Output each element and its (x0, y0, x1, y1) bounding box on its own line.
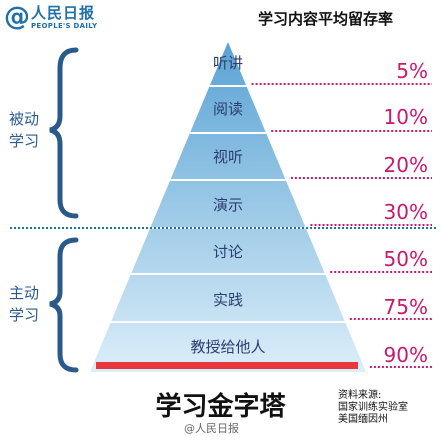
retention-percent: 50% (383, 247, 428, 271)
layer-label: 视听 (212, 148, 243, 166)
pyramid-title: 学习金字塔 (155, 392, 286, 422)
source-line: 美国缅因州 (338, 414, 388, 425)
logo-name-cn: 人民日报 (31, 4, 96, 22)
layer-label: 实践 (212, 291, 243, 309)
logo-name-en: PEOPLE'S DAILY (31, 22, 98, 30)
pyramid-shape (90, 42, 366, 372)
group-label-passive-line2: 学习 (8, 132, 39, 150)
retention-percent: 10% (383, 105, 428, 129)
group-label-active-line2: 学习 (8, 306, 39, 324)
layer-label: 阅读 (212, 100, 243, 118)
group-label-active: 主动 学习 (4, 282, 44, 326)
retention-percent: 90% (383, 343, 428, 367)
source-note: 资料来源: 国家训练实验室 美国缅因州 (338, 390, 408, 426)
retention-percent: 5% (396, 59, 428, 83)
layer-label: 听讲 (212, 54, 243, 72)
group-label-passive: 被动 学习 (4, 108, 44, 152)
watermark: @人民日报 (184, 422, 239, 435)
layer-label: 教授给他人 (190, 338, 266, 356)
group-label-active-line1: 主动 (8, 284, 39, 302)
layer-label: 讨论 (212, 243, 243, 261)
active-learning-brace (49, 237, 79, 373)
logo-at-symbol: @ (4, 2, 30, 32)
group-label-passive-line1: 被动 (8, 110, 39, 128)
passive-learning-brace (49, 47, 79, 219)
source-line: 资料来源: (338, 390, 382, 401)
base-red-bar (96, 362, 358, 369)
layer-label: 演示 (212, 196, 243, 214)
retention-percent: 75% (383, 295, 428, 319)
retention-percent: 20% (383, 153, 428, 177)
retention-rate-header: 学习内容平均留存率 (258, 10, 394, 28)
source-line: 国家训练实验室 (338, 402, 408, 413)
retention-percent: 30% (383, 200, 428, 224)
